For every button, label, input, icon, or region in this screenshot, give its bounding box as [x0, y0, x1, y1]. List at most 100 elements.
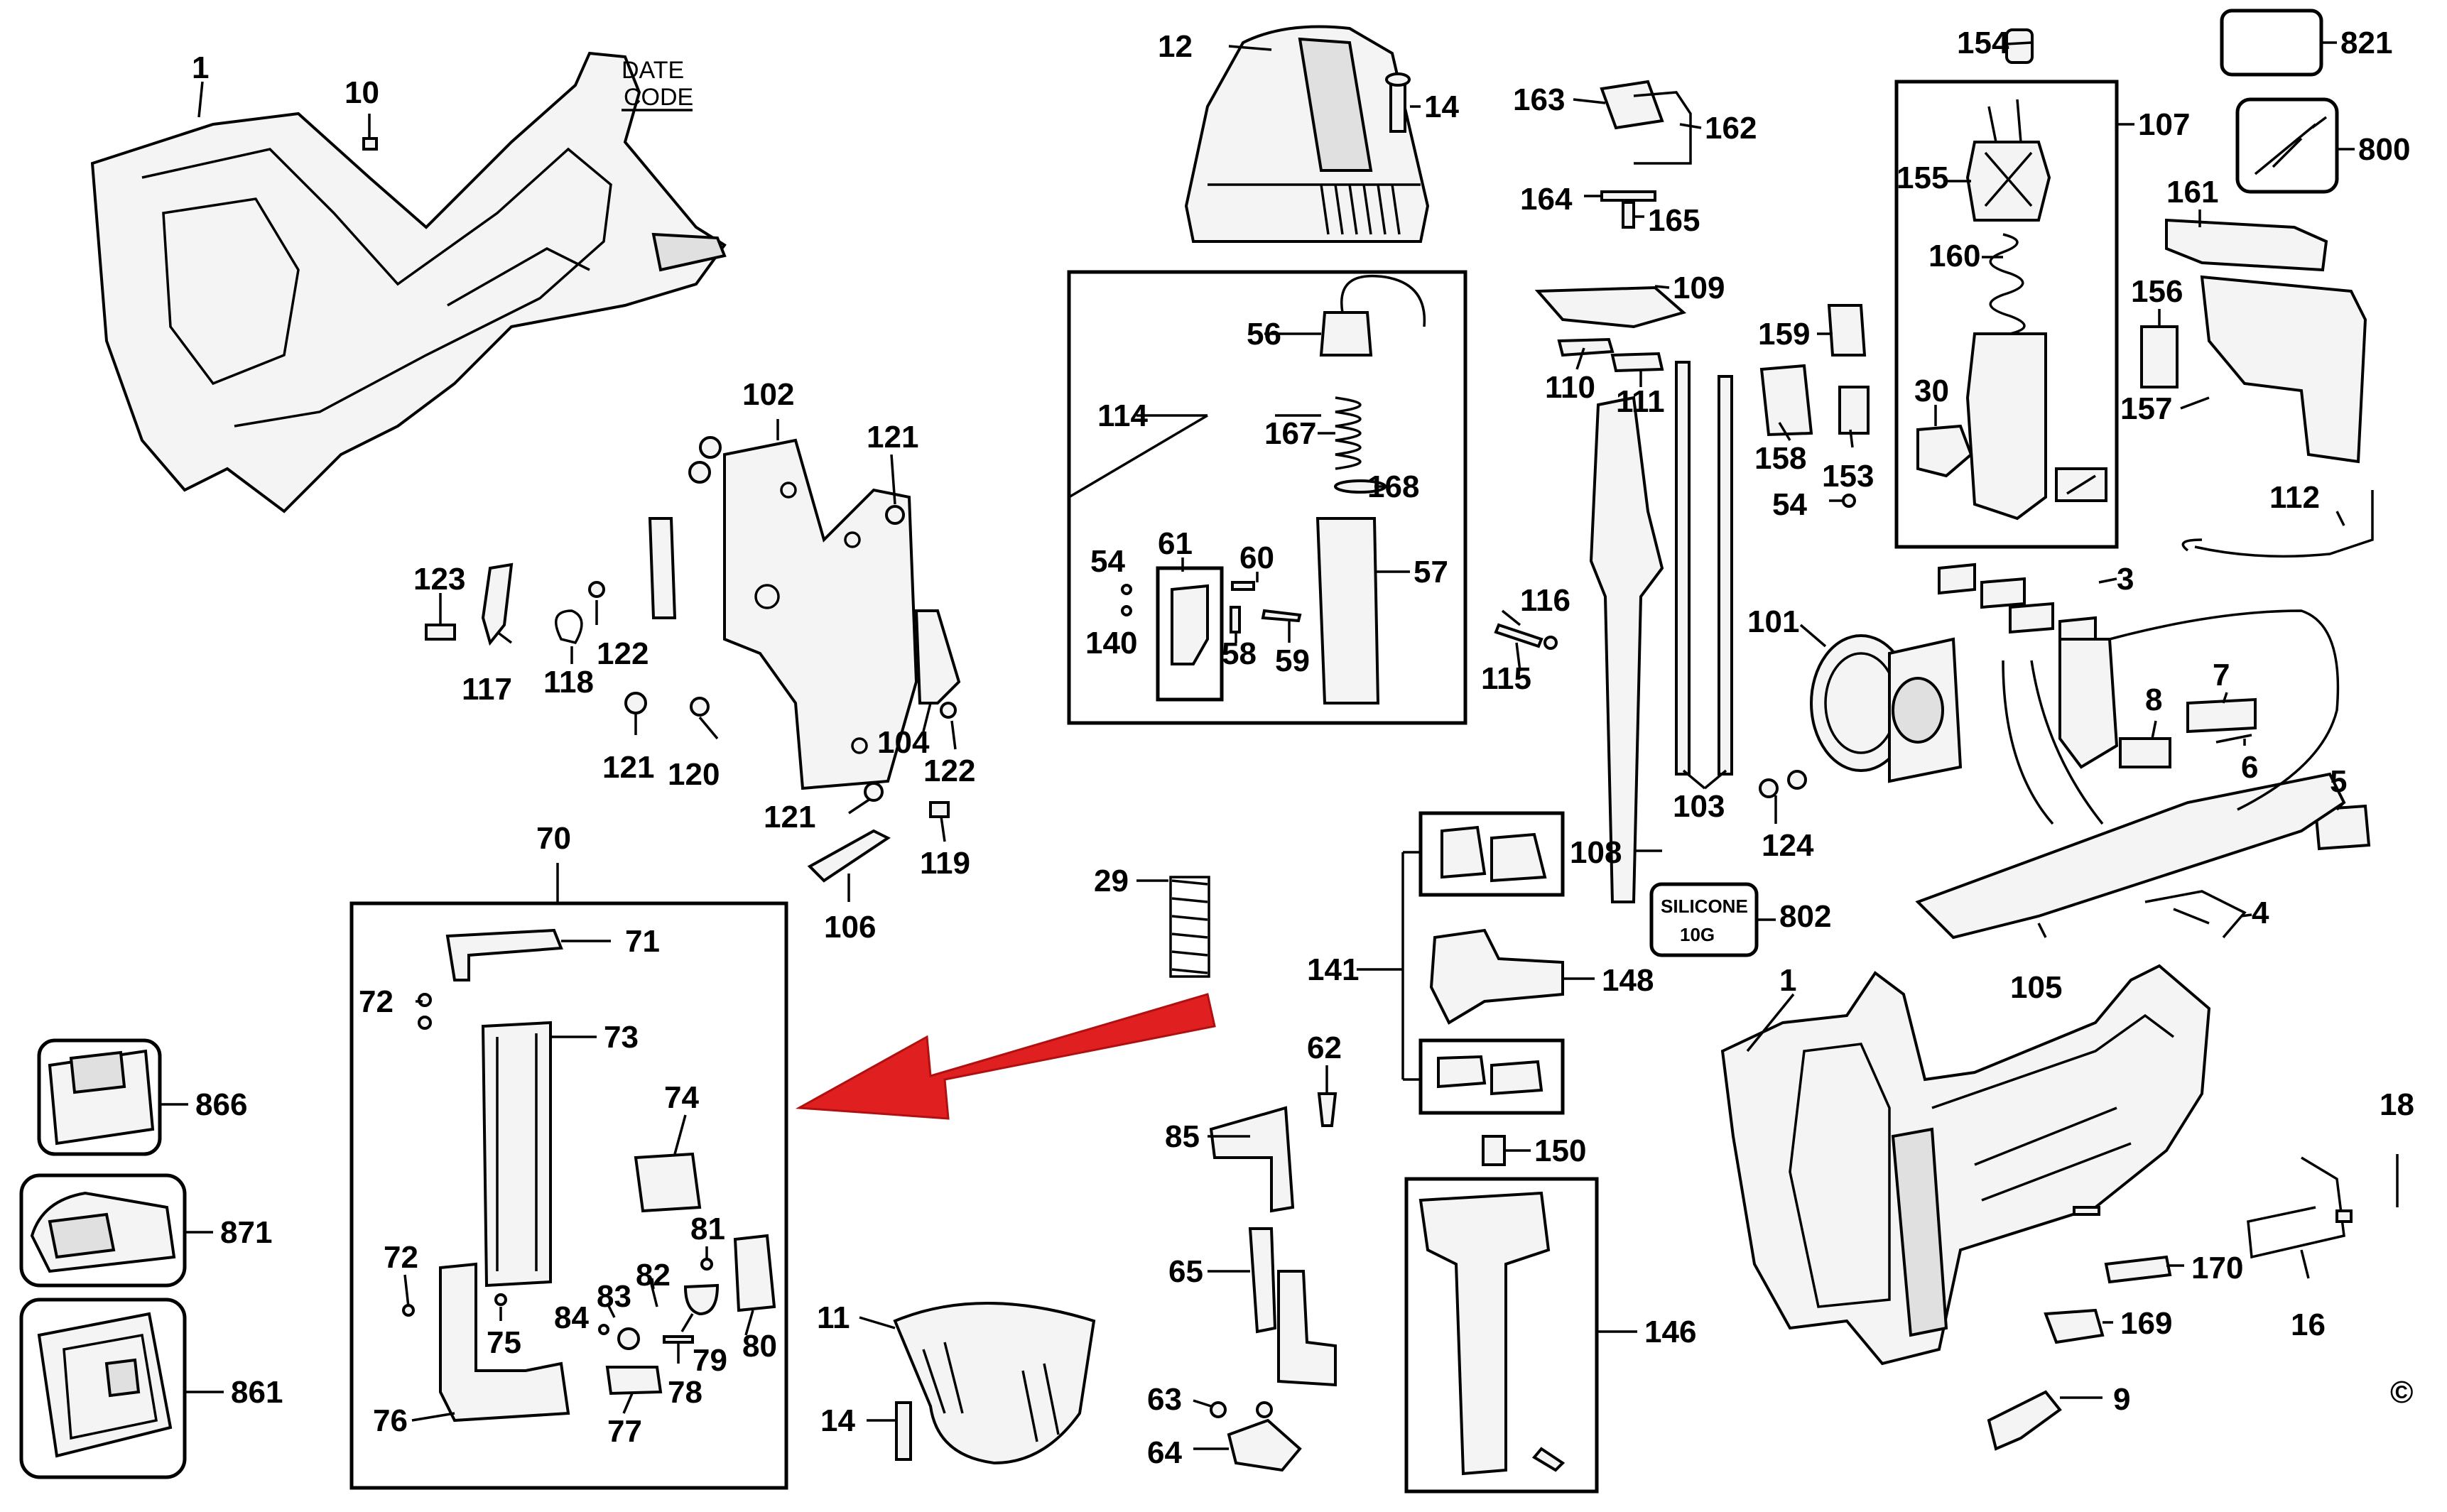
- part-label: 82: [636, 1258, 671, 1293]
- leader-lines: [160, 41, 2399, 1450]
- part-label: 14: [820, 1403, 855, 1438]
- part-label: 106: [824, 910, 876, 945]
- washer-54a: [1121, 584, 1132, 595]
- case-861: [37, 1312, 173, 1458]
- part-label: 1: [192, 50, 209, 85]
- part-label: 821: [2340, 26, 2392, 60]
- group-frame-141b: [1418, 1038, 1565, 1115]
- part-label: 77: [607, 1414, 642, 1449]
- pin-59: [1261, 609, 1302, 623]
- wire-112: [2181, 490, 2374, 558]
- battery-866: [48, 1049, 155, 1146]
- part-label: 56: [1247, 317, 1281, 352]
- silicone-label: SILICONE: [1661, 896, 1748, 917]
- charger-871: [30, 1191, 176, 1273]
- trigger-assembly: [2058, 638, 2119, 769]
- part-label: 18: [2380, 1087, 2414, 1122]
- screw-14a-head: [1385, 72, 1411, 87]
- housing-right-half: [1720, 964, 2211, 1366]
- part-label: 115: [1481, 661, 1531, 696]
- label-169: [2044, 1308, 2105, 1344]
- latch-5: [2313, 804, 2371, 851]
- part-label: 30: [1914, 374, 1949, 408]
- part-label: 167: [1264, 416, 1316, 451]
- screw-123: [425, 624, 456, 641]
- part-74: [634, 1152, 702, 1213]
- part-label: 83: [597, 1279, 631, 1314]
- part-label: 3: [2117, 562, 2134, 597]
- part-label: 79: [693, 1343, 727, 1378]
- box-861: [19, 1298, 187, 1479]
- part-label: 120: [668, 757, 720, 792]
- cylinder-154: [2005, 28, 2034, 64]
- group-frame-141a: [1418, 811, 1565, 897]
- part-label: 57: [1414, 555, 1448, 589]
- washer-121a: [885, 505, 905, 525]
- group-141-bracket: [1401, 851, 1421, 1081]
- group-frame-114: [1067, 270, 1467, 725]
- connector-3a: [1938, 562, 1976, 595]
- part-label: 164: [1520, 182, 1573, 217]
- hook-16: [2247, 1156, 2345, 1259]
- part-label: 64: [1147, 1435, 1182, 1470]
- part-label: 123: [413, 562, 465, 597]
- washer-54b: [1842, 494, 1856, 508]
- screw-120: [690, 697, 710, 717]
- group-frame-107: [1894, 80, 2119, 549]
- part-label: 114: [1097, 398, 1149, 433]
- bracket-158: [1759, 364, 1813, 437]
- connector-3b: [1980, 577, 2026, 609]
- part-label: 122: [923, 754, 975, 788]
- part-label: 153: [1822, 459, 1874, 494]
- part-label: 72: [359, 984, 394, 1019]
- box-866: [37, 1038, 162, 1156]
- part-label: 150: [1534, 1133, 1586, 1168]
- rod-103a: [1675, 361, 1691, 776]
- part-label: 110: [1545, 370, 1595, 405]
- part-label: 84: [554, 1300, 589, 1335]
- part-label: 6: [2241, 750, 2258, 785]
- part-label: 121: [867, 420, 918, 455]
- part-label: 157: [2120, 391, 2172, 426]
- housing-left-half: [90, 51, 727, 513]
- spring-82: [649, 1278, 658, 1307]
- part-label: 59: [1275, 643, 1310, 678]
- part-label: 154: [1957, 26, 2009, 60]
- block-150: [1482, 1135, 1506, 1166]
- part-77: [605, 1366, 663, 1396]
- bracket-162: [1633, 91, 1692, 165]
- plate-104: [914, 609, 961, 705]
- part-label: 156: [2131, 274, 2183, 309]
- part-label: 169: [2120, 1306, 2172, 1341]
- part-label: 76: [373, 1403, 408, 1438]
- part-label: 12: [1158, 29, 1193, 64]
- silicone-amount: 10G: [1680, 924, 1715, 945]
- copyright-mark: ©: [2390, 1375, 2413, 1410]
- pin-84: [598, 1324, 609, 1335]
- washer-121c: [864, 782, 884, 802]
- part-label: 10: [344, 75, 379, 110]
- part-label: 168: [1367, 469, 1419, 504]
- nose-11: [893, 1302, 1096, 1465]
- rod-103b: [1718, 375, 1733, 776]
- pad-141d: [1490, 1060, 1543, 1096]
- part-label: 7: [2213, 658, 2230, 692]
- belt-clip-9: [1987, 1390, 2062, 1451]
- part-label: 54: [1090, 544, 1125, 579]
- part-label: 11: [817, 1300, 850, 1335]
- part-label: 75: [487, 1325, 521, 1360]
- rail-73: [481, 1021, 552, 1288]
- plate-57: [1315, 517, 1380, 705]
- part-label: 78: [668, 1375, 702, 1410]
- wiring-harness: [2002, 609, 2340, 825]
- washer-140: [1121, 605, 1132, 616]
- bearing-124a: [1759, 778, 1779, 798]
- screw-119: [929, 801, 950, 818]
- part-109: [1534, 285, 1687, 329]
- washer-116: [1543, 636, 1558, 650]
- part-label: 4: [2252, 896, 2269, 930]
- part-label: 73: [604, 1020, 639, 1055]
- spring-29-body: [1169, 876, 1210, 978]
- part-79: [683, 1283, 720, 1316]
- screw-72b: [402, 1304, 415, 1317]
